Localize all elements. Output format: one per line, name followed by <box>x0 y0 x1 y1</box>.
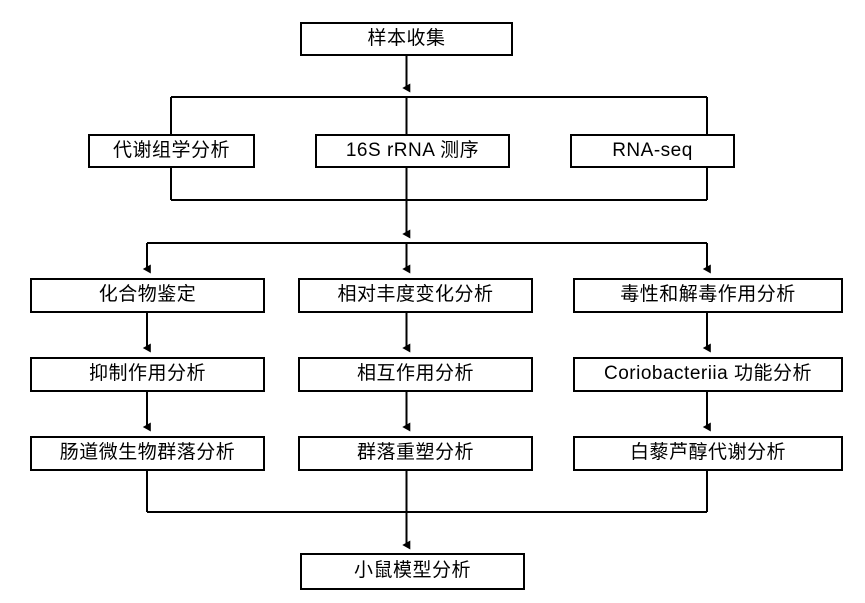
node-compound-identification[interactable]: 化合物鉴定 <box>30 278 265 313</box>
node-inhibition-analysis[interactable]: 抑制作用分析 <box>30 357 265 392</box>
node-label: 毒性和解毒作用分析 <box>620 284 796 305</box>
node-mouse-model-analysis[interactable]: 小鼠模型分析 <box>300 553 525 590</box>
node-label: 代谢组学分析 <box>112 139 230 161</box>
node-label: 16S rRNA 测序 <box>345 139 480 161</box>
node-coriobacteriia-function-analysis[interactable]: Coriobacteriia 功能分析 <box>573 357 843 392</box>
node-label: Coriobacteriia 功能分析 <box>604 363 812 384</box>
node-label: 相互作用分析 <box>356 363 474 384</box>
node-community-remodeling-analysis[interactable]: 群落重塑分析 <box>298 436 533 471</box>
node-label: 抑制作用分析 <box>88 363 206 384</box>
node-toxicity-detoxification-analysis[interactable]: 毒性和解毒作用分析 <box>573 278 843 313</box>
node-label: 化合物鉴定 <box>98 284 197 305</box>
node-label: 小鼠模型分析 <box>353 560 471 581</box>
node-label: RNA-seq <box>612 139 693 161</box>
node-label: 白藜芦醇代谢分析 <box>629 442 786 463</box>
node-label: 样本收集 <box>367 27 446 49</box>
node-sample-collection[interactable]: 样本收集 <box>300 22 513 56</box>
node-label: 群落重塑分析 <box>356 442 474 463</box>
node-metabolomics-analysis[interactable]: 代谢组学分析 <box>88 134 255 168</box>
node-gut-microbiota-community-analysis[interactable]: 肠道微生物群落分析 <box>30 436 265 471</box>
node-label: 相对丰度变化分析 <box>337 284 494 305</box>
node-rna-seq[interactable]: RNA-seq <box>570 134 735 168</box>
node-16s-rrna-sequencing[interactable]: 16S rRNA 测序 <box>315 134 510 168</box>
node-relative-abundance-change-analysis[interactable]: 相对丰度变化分析 <box>298 278 533 313</box>
node-interaction-analysis[interactable]: 相互作用分析 <box>298 357 533 392</box>
node-resveratrol-metabolism-analysis[interactable]: 白藜芦醇代谢分析 <box>573 436 843 471</box>
node-label: 肠道微生物群落分析 <box>59 442 236 463</box>
